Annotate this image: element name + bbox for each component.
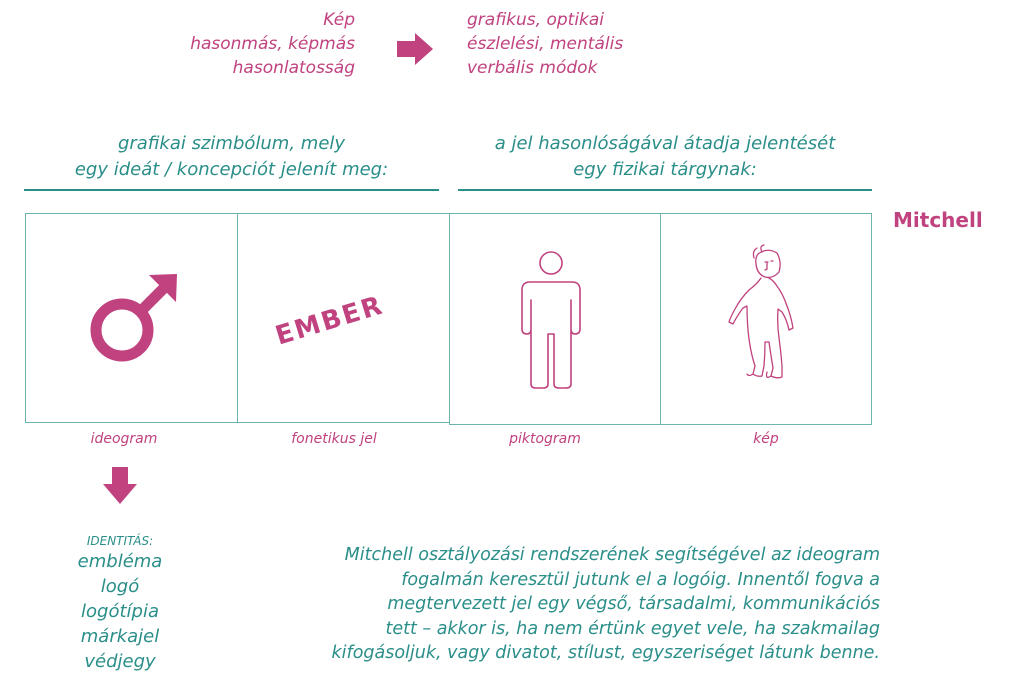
top-right-text: grafikus, optikai észlelési, mentális ve… — [467, 8, 727, 80]
paragraph-line: Mitchell osztályozási rendszerének segít… — [344, 545, 880, 565]
heading-right-line: a jel hasonlóságával átadja jelentését — [494, 133, 836, 154]
heading-left-rule — [24, 189, 439, 191]
identity-item: logótípia — [81, 601, 159, 622]
heading-right: a jel hasonlóságával átadja jelentését e… — [458, 131, 872, 183]
top-right-line: grafikus, optikai — [467, 10, 605, 30]
right-arrow-icon — [397, 33, 433, 65]
identity-item: logó — [100, 576, 140, 597]
identity-item: védjegy — [84, 651, 156, 672]
top-left-line: Kép — [323, 10, 355, 30]
author-label: Mitchell — [893, 208, 983, 232]
heading-right-rule — [458, 189, 872, 191]
caption-pictogram: piktogram — [509, 431, 581, 447]
pictogram-panel — [449, 213, 661, 425]
identity-item: embléma — [77, 551, 163, 572]
male-symbol-icon — [90, 274, 177, 362]
paragraph-line: fogalmán keresztül jutunk el a logóig. I… — [401, 569, 880, 590]
image-panel — [660, 213, 872, 425]
identity-item: márkajel — [80, 626, 160, 647]
heading-left-line: egy ideát / koncepciót jelenít meg: — [74, 159, 389, 180]
caption-phonetic: fonetikus jel — [291, 431, 377, 447]
identity-list: IDENTITÁS: embléma logó logótípia márkaj… — [60, 533, 180, 674]
caption-ideogram: ideogram — [90, 431, 158, 447]
heading-left: grafikai szimbólum, mely egy ideát / kon… — [24, 131, 439, 183]
phonetic-word: EMBER — [272, 290, 388, 352]
phonetic-panel: EMBER — [237, 213, 450, 423]
top-right-line: észlelési, mentális — [467, 34, 624, 54]
top-left-line: hasonmás, képmás — [190, 34, 355, 54]
paragraph-line: kifogásoljuk, vagy divatot, stílust, egy… — [331, 643, 880, 663]
heading-left-line: grafikai szimbólum, mely — [117, 133, 346, 154]
top-left-text: Kép hasonmás, képmás hasonlatosság — [150, 8, 355, 80]
top-left-line: hasonlatosság — [232, 58, 355, 78]
down-arrow-icon — [103, 467, 137, 504]
pictogram-person-icon — [521, 251, 581, 389]
paragraph-line: tett – akkor is, ha nem értünk egyet vel… — [385, 618, 880, 639]
ideogram-panel — [25, 213, 238, 423]
sketch-person-icon — [728, 244, 794, 379]
top-right-line: verbális módok — [467, 58, 598, 78]
heading-right-line: egy fizikai tárgynak: — [573, 159, 757, 180]
identity-title: IDENTITÁS: — [86, 534, 154, 548]
paragraph-line: megtervezett jel egy végső, társadalmi, … — [387, 594, 880, 614]
description-paragraph: Mitchell osztályozási rendszerének segít… — [200, 543, 880, 666]
caption-image: kép — [753, 431, 779, 447]
